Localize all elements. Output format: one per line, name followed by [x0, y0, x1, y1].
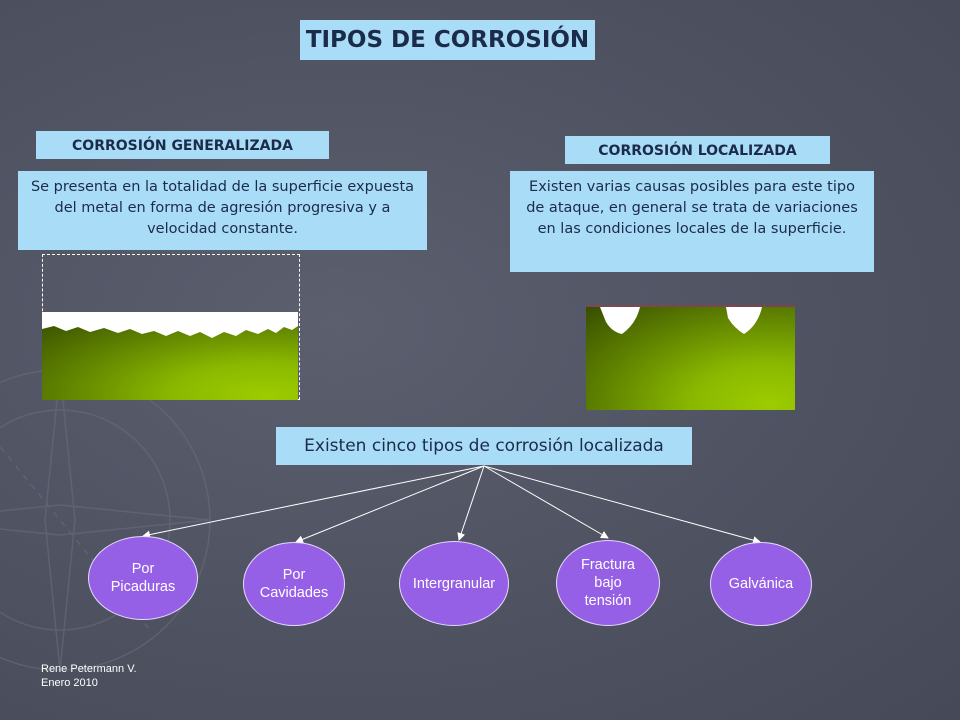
localizada-heading: CORROSIÓN LOCALIZADA — [565, 136, 830, 164]
footer-date: Enero 2010 — [41, 677, 98, 689]
type-oval-picaduras: Por Picaduras — [88, 536, 198, 620]
footer-credits: Rene Petermann V. Enero 2010 — [41, 662, 137, 690]
type-oval-galvanica: Galvánica — [710, 542, 812, 626]
localizada-description: Existen varias causas posibles para este… — [510, 171, 874, 272]
generalizada-heading: CORROSIÓN GENERALIZADA — [36, 131, 329, 159]
localized-types-intro: Existen cinco tipos de corrosión localiz… — [276, 427, 692, 465]
type-oval-intergranular: Intergranular — [399, 541, 509, 626]
type-oval-fractura: Fractura bajo tensión — [556, 540, 660, 626]
footer-author: Rene Petermann V. — [41, 663, 137, 675]
generalizada-description: Se presenta en la totalidad de la superf… — [18, 171, 427, 250]
page-title: TIPOS DE CORROSIÓN — [300, 20, 595, 60]
type-oval-cavidades: Por Cavidades — [243, 542, 345, 626]
